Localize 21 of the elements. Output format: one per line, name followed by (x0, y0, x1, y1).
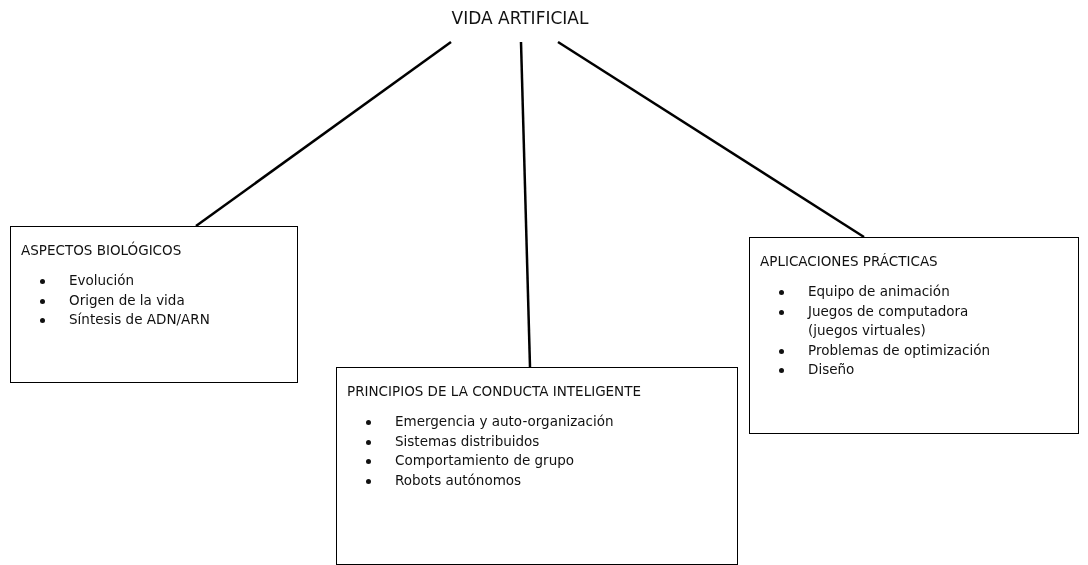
list-item: Problemas de optimización (808, 341, 991, 358)
content-box (749, 237, 1079, 434)
list-item: Robots autónomos (395, 471, 522, 488)
connector-line (195, 41, 452, 227)
list-item: Origen de la vida (69, 291, 185, 308)
content-box (336, 367, 738, 565)
list-item: Diseño (808, 361, 855, 377)
box-heading: ASPECTOS BIOLÓGICOS (21, 240, 183, 260)
list-item: Juegos de computadora (juegos virtuales) (808, 302, 969, 338)
connector-line (519, 41, 532, 368)
list-item: Emergencia y auto-organización (395, 413, 614, 429)
box-heading: PRINCIPIOS DE LA CONDUCTA INTELIGENTE (347, 382, 642, 401)
title-text: VIDA ARTIFICIAL (420, 8, 620, 28)
list-item: Equipo de animación (808, 283, 950, 299)
connector-line (557, 40, 865, 239)
list-item: Sistemas distribuidos (395, 432, 540, 449)
box-heading: APLICACIONES PRÁCTICAS (760, 252, 939, 271)
list-item: Comportamiento de grupo (395, 452, 575, 468)
content-box (10, 226, 298, 383)
list-item: Síntesis de ADN/ARN (69, 311, 210, 327)
list-item: Evolución (69, 272, 135, 288)
